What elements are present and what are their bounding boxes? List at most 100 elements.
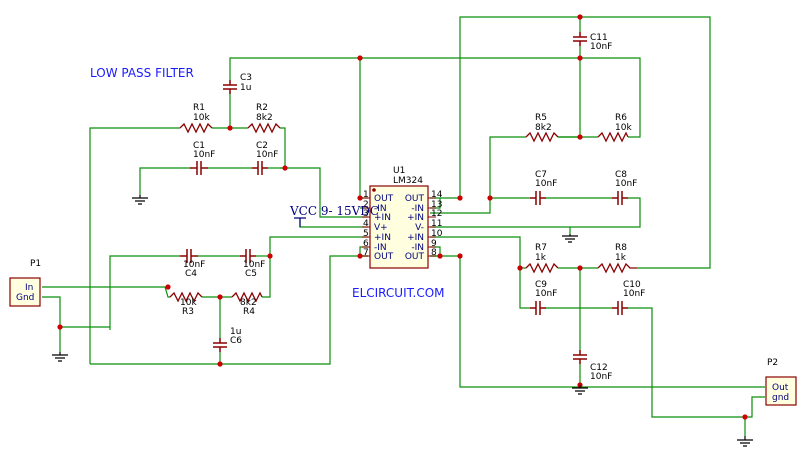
junction-dot: [457, 195, 463, 201]
r3-value: 10k: [180, 298, 197, 308]
ic-pin-number: 2: [363, 200, 369, 210]
resistor-r2: [247, 122, 281, 134]
wire-to-pin3: [285, 167, 368, 218]
wire-c10-right: [628, 307, 765, 418]
u1-ref: U1: [393, 166, 405, 176]
wire-c9-left: [519, 268, 530, 309]
c12-ref: C12: [590, 363, 608, 373]
c7-ref: C7: [535, 170, 547, 180]
wire-pin10: [430, 236, 526, 269]
c10-ref: C10: [623, 280, 641, 290]
junction-dot: [357, 253, 363, 259]
vcc-symbol: [294, 217, 306, 227]
junction-dot: [357, 55, 363, 61]
p1-box: [9, 277, 41, 307]
r6-value: 10k: [615, 123, 632, 133]
resistor-r3: [169, 291, 203, 303]
ground-symbol: [562, 234, 578, 243]
junction-dot: [165, 284, 171, 290]
c4-value: 10nF: [183, 260, 205, 270]
c11-value: 10nF: [590, 42, 612, 52]
c2-ref: C2: [256, 141, 268, 151]
ic-pin-lines: [362, 197, 436, 257]
ic-pin-number: 9: [431, 239, 437, 249]
capacitor-c5: [240, 249, 256, 263]
wire-pin7: [90, 255, 368, 365]
wire-vcc: [299, 218, 368, 228]
grounds: [52, 195, 753, 447]
r6-ref: R6: [615, 113, 627, 123]
wire-p1-gnd: [42, 296, 61, 352]
r3-ref: R3: [182, 307, 194, 317]
wire-r5-r6-node: [558, 58, 581, 138]
c6-value: 1u: [230, 327, 241, 337]
ic-pin-number: 5: [363, 229, 369, 239]
ground-symbol: [572, 385, 588, 395]
r1-value: 10k: [193, 113, 210, 123]
ic-pin-label: +IN: [407, 213, 424, 223]
c1-value: 10nF: [193, 150, 215, 160]
resistors: [169, 122, 637, 303]
ic-pin-number: 4: [363, 219, 369, 229]
vcc-label: VCC 9- 15VDC: [289, 204, 379, 218]
junction-dot: [437, 253, 443, 259]
capacitor-c4: [180, 249, 198, 263]
wire-c8-right: [430, 197, 641, 228]
r4-ref: R4: [243, 307, 255, 317]
c11-ref: C11: [590, 33, 608, 43]
ic-pin-number: 10: [431, 229, 443, 239]
p1-gnd-label: Gnd: [16, 293, 34, 303]
resistor-r7: [525, 262, 559, 274]
junction-dot: [577, 55, 583, 61]
r4-value: 8k2: [240, 298, 257, 308]
ic-pin-label: +IN: [374, 233, 391, 243]
wire-r1-left: [89, 127, 180, 364]
c5-ref: C5: [245, 269, 257, 279]
ic-pin-number: 12: [431, 209, 442, 219]
connector-p1: P1 In Gnd: [9, 259, 41, 307]
c9-value: 10nF: [535, 289, 557, 299]
resistor-r5: [525, 131, 559, 143]
p2-box: [765, 376, 797, 406]
wire-pin12: [430, 136, 526, 214]
junction-dot: [577, 134, 583, 140]
r5-value: 8k2: [535, 123, 552, 133]
c9-ref: C9: [535, 280, 547, 290]
r1-ref: R1: [193, 103, 205, 113]
ic-pin-label: OUT: [374, 252, 394, 262]
wire-out: [430, 255, 765, 388]
capacitor-c1: [190, 161, 208, 175]
r5-ref: R5: [535, 113, 547, 123]
p2-gnd-label: gnd: [772, 393, 789, 403]
wire-p1-in: [42, 286, 170, 298]
ground-symbol: [737, 436, 753, 447]
junction-dot: [357, 195, 363, 201]
pin1-dot: [372, 188, 376, 192]
p1-in-label: In: [25, 283, 33, 293]
ic-pin-label: OUT: [405, 252, 425, 262]
c5-value: 10nF: [243, 260, 265, 270]
wire-c1-gnd: [139, 167, 190, 195]
junction-dot: [282, 165, 288, 171]
ic-pin-label: OUT: [374, 194, 394, 204]
p2-out-label: Out: [772, 383, 789, 393]
ic-pin-label: OUT: [405, 194, 425, 204]
site-label: ELCIRCUIT.COM: [352, 286, 445, 300]
connector-p2: P2 Out gnd: [765, 358, 797, 406]
diagram-title: LOW PASS FILTER: [90, 66, 194, 80]
resistor-r1: [179, 122, 213, 134]
junction-dot: [577, 265, 583, 271]
ic-pin-label: -IN: [374, 204, 387, 214]
r2-value: 8k2: [256, 113, 273, 123]
junction-dot: [217, 361, 223, 367]
r8-value: 1k: [615, 253, 627, 263]
r2-ref: R2: [256, 103, 268, 113]
c10-value: 10nF: [623, 289, 645, 299]
component-labels: R1 10k R2 8k2 10k R3 8k2 R4 R5 8k2 R6 10…: [180, 33, 645, 382]
wire-pin5: [269, 236, 368, 256]
resistor-r6: [597, 131, 629, 143]
